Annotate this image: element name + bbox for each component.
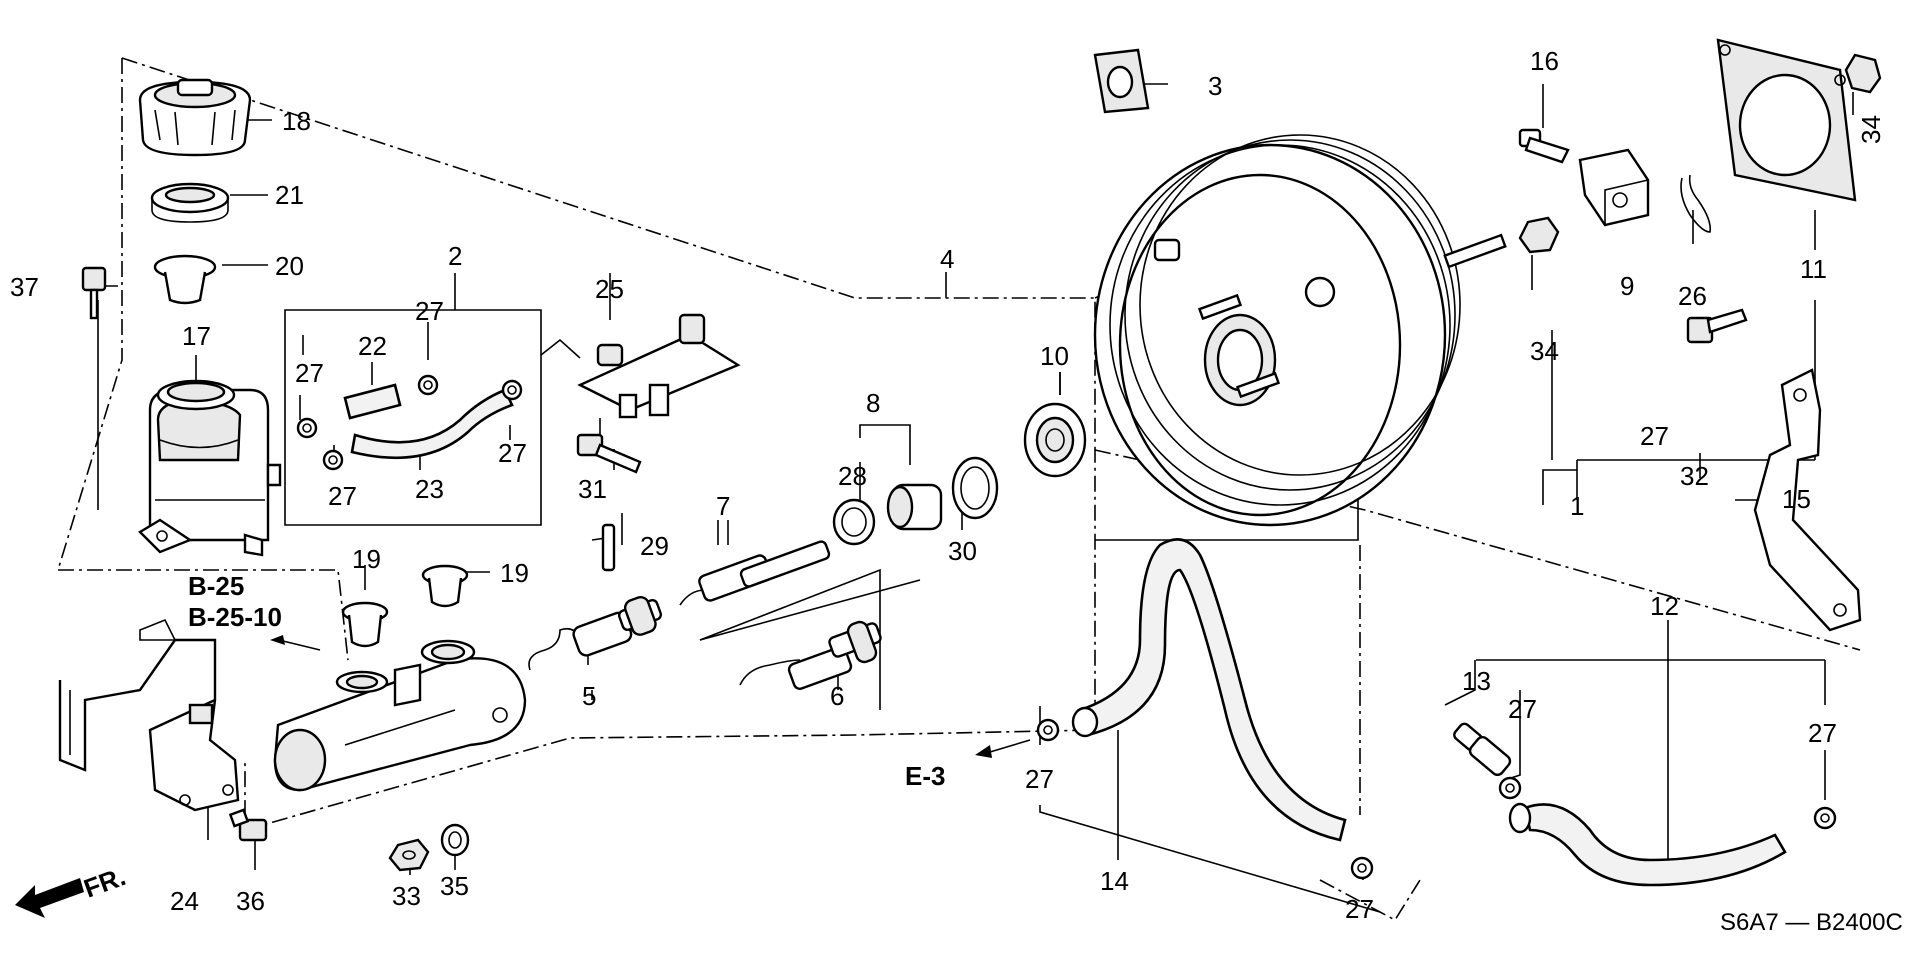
master-cylinder — [273, 639, 527, 792]
washer-35 — [440, 823, 470, 857]
callout-24: 24 — [170, 886, 199, 916]
clevis-9 — [1578, 148, 1650, 227]
callout-16: 16 — [1530, 46, 1559, 76]
bolt-37 — [81, 266, 107, 320]
drawing-code: S6A7 — B2400C — [1720, 909, 1903, 936]
callout-32: 32 — [1680, 461, 1709, 491]
bolt-31 — [576, 433, 642, 474]
nut-33 — [388, 838, 430, 872]
callout-21: 21 — [275, 180, 304, 210]
gasket-3 — [1093, 48, 1150, 114]
callout-34a: 34 — [1530, 336, 1559, 366]
grommet-19b — [421, 564, 469, 608]
callout-27e: 27 — [1025, 764, 1054, 794]
callout-25: 25 — [595, 274, 624, 304]
cap-seal — [150, 182, 230, 223]
callout-29: 29 — [640, 531, 669, 561]
hose-22 — [343, 383, 402, 420]
piston-6 — [739, 620, 882, 690]
ref-arrow-b25 — [270, 635, 285, 645]
piston-7 — [679, 540, 831, 606]
reservoir — [138, 379, 282, 557]
hose-12 — [1508, 802, 1787, 887]
bolt-36 — [228, 808, 268, 842]
seal-kit-8 — [832, 483, 943, 546]
bracket-24 — [58, 618, 240, 812]
callout-4: 4 — [940, 244, 954, 274]
hose-14 — [1071, 538, 1347, 842]
front-arrow-icon: FR. — [15, 861, 129, 918]
callout-2: 2 — [448, 241, 462, 271]
callout-20: 20 — [275, 251, 304, 281]
pin-29 — [601, 523, 616, 572]
callout-1: 1 — [1570, 491, 1584, 521]
piston-5 — [528, 595, 663, 671]
callout-22: 22 — [358, 331, 387, 361]
callout-34b: 34 — [1856, 115, 1886, 144]
callout-27i: 27 — [1640, 421, 1669, 451]
ring-30 — [951, 456, 999, 520]
ref-e3: E-3 — [905, 761, 945, 791]
seal-10 — [1023, 402, 1087, 478]
callout-3: 3 — [1208, 71, 1222, 101]
gasket-11 — [1716, 38, 1857, 202]
callout-28: 28 — [838, 461, 867, 491]
ref-b25: B-25 — [188, 571, 244, 601]
callout-33: 33 — [392, 881, 421, 911]
clips-27-left — [296, 374, 523, 471]
hose-23 — [350, 388, 514, 460]
callout-12: 12 — [1650, 591, 1679, 621]
callout-23: 23 — [415, 474, 444, 504]
callout-11: 11 — [1800, 254, 1827, 284]
callout-19a: 19 — [352, 544, 381, 574]
callout-37: 37 — [10, 272, 39, 302]
callout-27g: 27 — [1508, 694, 1537, 724]
callout-7: 7 — [716, 491, 730, 521]
clips-27-right — [1036, 718, 1837, 880]
valve-25 — [577, 313, 741, 419]
callout-35: 35 — [440, 871, 469, 901]
ref-b25-10: B-25-10 — [188, 602, 282, 632]
strainer — [153, 254, 217, 305]
callout-27c: 27 — [498, 438, 527, 468]
callout-19b: 19 — [500, 558, 529, 588]
bolt-16 — [1518, 128, 1570, 164]
callout-26: 26 — [1678, 281, 1707, 311]
callout-14: 14 — [1100, 866, 1129, 896]
callout-27b: 27 — [415, 296, 444, 326]
check-valve-13 — [1453, 722, 1512, 777]
bracket-15 — [1753, 368, 1862, 632]
clip-pin-26 — [1680, 174, 1712, 233]
callout-31: 31 — [578, 474, 607, 504]
callout-27f: 27 — [1345, 894, 1374, 924]
bolt-32 — [1686, 308, 1748, 344]
callout-6: 6 — [830, 681, 844, 711]
nut-34a — [1518, 216, 1560, 254]
callout-9: 9 — [1620, 271, 1634, 301]
callout-27d: 27 — [328, 481, 357, 511]
brake-booster — [1093, 134, 1507, 527]
callout-27a: 27 — [295, 358, 324, 388]
callout-36: 36 — [236, 886, 265, 916]
callout-27h: 27 — [1808, 718, 1837, 748]
callout-10: 10 — [1040, 341, 1069, 371]
callout-13: 13 — [1462, 666, 1491, 696]
nut-34b — [1844, 53, 1882, 94]
front-label: FR. — [80, 861, 130, 904]
callout-15: 15 — [1782, 484, 1811, 514]
callout-8: 8 — [866, 388, 880, 418]
callout-17: 17 — [182, 321, 211, 351]
ref-arrow-e3 — [975, 745, 992, 758]
callout-30: 30 — [948, 536, 977, 566]
callout-5: 5 — [582, 681, 596, 711]
callout-labels: 1 2 3 4 5 6 7 8 9 10 11 12 13 14 15 16 1… — [10, 46, 1886, 924]
grommet-19a — [341, 601, 389, 648]
callout-18: 18 — [282, 106, 311, 136]
reservoir-cap — [138, 78, 252, 157]
